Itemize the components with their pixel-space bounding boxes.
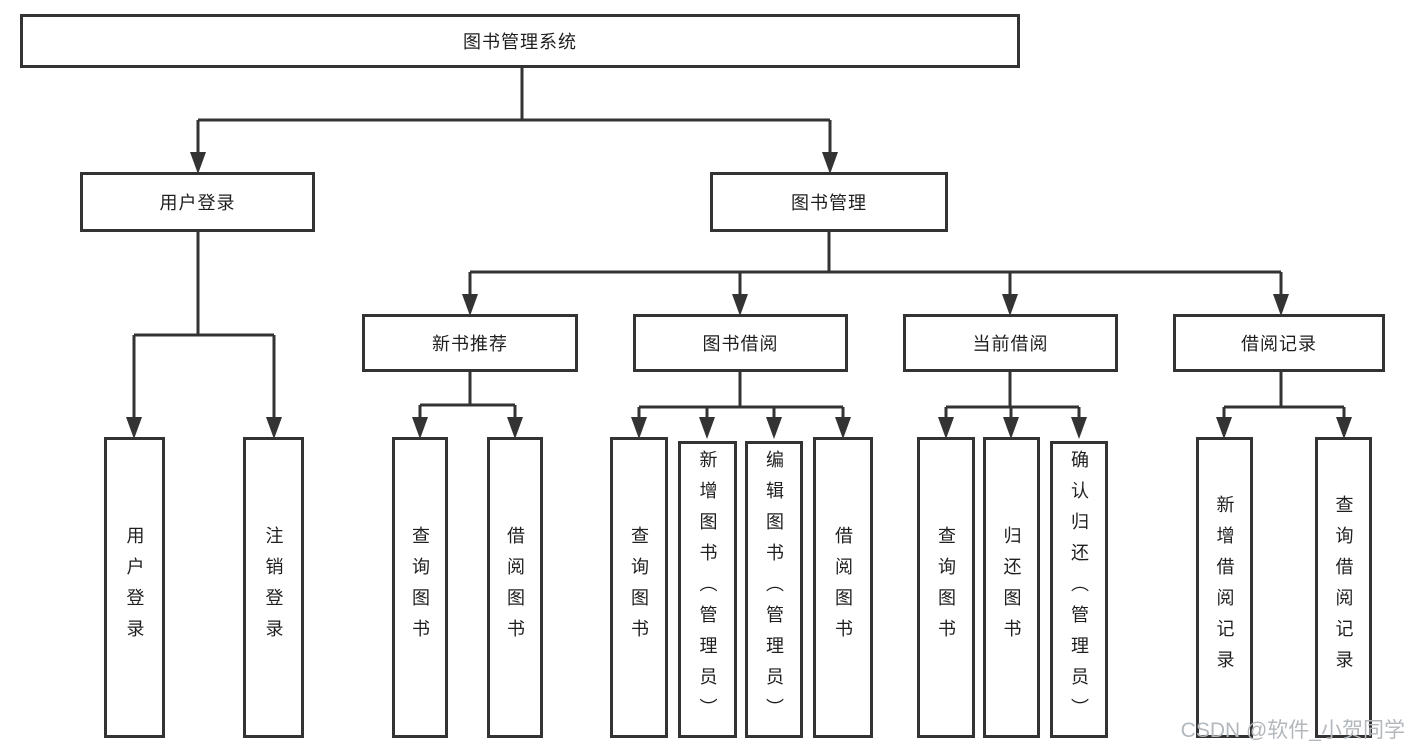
leaf-label: 查询图书 bbox=[629, 525, 649, 650]
leaf-label: 确认归还（管理员） bbox=[1069, 450, 1089, 729]
leaf-borrow-books-recommendation: 借阅图书 bbox=[487, 437, 543, 738]
node-book-borrowing: 图书借阅 bbox=[633, 314, 848, 372]
leaf-label: 查询图书 bbox=[936, 525, 956, 650]
leaf-label: 查询图书 bbox=[410, 525, 430, 650]
leaf-label: 归还图书 bbox=[1001, 525, 1022, 650]
leaf-label: 查询借阅记录 bbox=[1333, 494, 1354, 681]
leaf-label: 新增借阅记录 bbox=[1214, 494, 1235, 681]
leaf-label: 注销登录 bbox=[263, 525, 284, 650]
watermark: CSDN @软件_小贺同学 bbox=[1180, 719, 1405, 742]
leaf-query-books-borrowing: 查询图书 bbox=[610, 437, 668, 738]
node-borrowing-records: 借阅记录 bbox=[1173, 314, 1385, 372]
node-book-management: 图书管理 bbox=[710, 172, 948, 232]
leaf-borrow-books-borrowing: 借阅图书 bbox=[813, 437, 873, 738]
leaf-query-books-current: 查询图书 bbox=[917, 437, 975, 738]
node-label: 图书借阅 bbox=[702, 334, 779, 354]
node-label: 新书推荐 bbox=[432, 334, 508, 354]
node-current-borrowing: 当前借阅 bbox=[903, 314, 1118, 372]
leaf-logout: 注销登录 bbox=[243, 437, 304, 738]
leaf-query-borrow-record: 查询借阅记录 bbox=[1315, 437, 1372, 738]
leaf-return-books: 归还图书 bbox=[983, 437, 1040, 738]
leaf-label: 用户登录 bbox=[124, 525, 145, 650]
node-label: 借阅记录 bbox=[1241, 334, 1317, 354]
leaf-add-borrow-record: 新增借阅记录 bbox=[1196, 437, 1253, 738]
node-user-login: 用户登录 bbox=[80, 172, 315, 232]
leaf-label: 新增图书（管理员） bbox=[697, 450, 718, 729]
node-new-book-recommendation: 新书推荐 bbox=[362, 314, 578, 372]
leaf-user-login: 用户登录 bbox=[104, 437, 165, 738]
leaf-label: 编辑图书（管理员） bbox=[764, 450, 784, 729]
leaf-query-books-recommendation: 查询图书 bbox=[392, 437, 448, 738]
leaf-label: 借阅图书 bbox=[833, 525, 853, 650]
node-label: 图书管理系统 bbox=[463, 32, 577, 52]
leaf-edit-book-admin: 编辑图书（管理员） bbox=[745, 441, 803, 738]
leaf-add-book-admin: 新增图书（管理员） bbox=[678, 441, 737, 738]
arrowhead-group bbox=[126, 152, 1352, 439]
node-label: 当前借阅 bbox=[972, 334, 1049, 354]
leaf-confirm-return-admin: 确认归还（管理员） bbox=[1050, 441, 1108, 738]
node-label: 图书管理 bbox=[791, 193, 867, 213]
node-library-management-system: 图书管理系统 bbox=[20, 14, 1020, 68]
node-label: 用户登录 bbox=[159, 193, 236, 213]
leaf-label: 借阅图书 bbox=[505, 525, 525, 650]
